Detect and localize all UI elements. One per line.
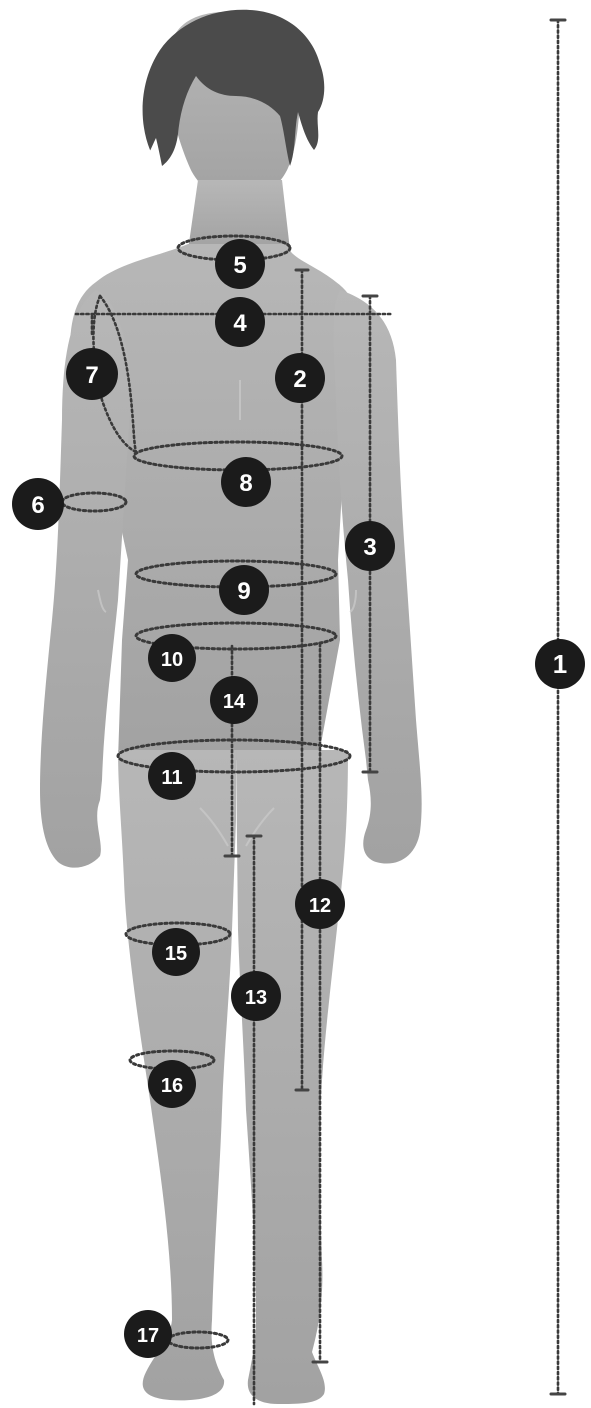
marker-2: 2 — [275, 353, 325, 403]
marker-7: 7 — [66, 348, 118, 400]
marker-10: 10 — [148, 634, 196, 682]
marker-5: 5 — [215, 239, 265, 289]
marker-5-label: 5 — [233, 252, 246, 279]
marker-11-label: 11 — [161, 767, 182, 789]
marker-7-label: 7 — [85, 362, 98, 389]
marker-9: 9 — [219, 565, 269, 615]
marker-1: 1 — [535, 639, 585, 689]
marker-11: 11 — [148, 752, 196, 800]
marker-8: 8 — [221, 457, 271, 507]
marker-13-label: 13 — [245, 987, 267, 1009]
marker-2-label: 2 — [293, 366, 306, 393]
marker-16-label: 16 — [161, 1075, 183, 1097]
marker-3: 3 — [345, 521, 395, 571]
marker-4: 4 — [215, 297, 265, 347]
marker-15: 15 — [152, 928, 200, 976]
marker-8-label: 8 — [239, 470, 252, 497]
marker-13: 13 — [231, 971, 281, 1021]
marker-17: 17 — [124, 1310, 172, 1358]
marker-14: 14 — [210, 676, 258, 724]
marker-6: 6 — [12, 478, 64, 530]
marker-10-label: 10 — [161, 649, 183, 671]
marker-14-label: 14 — [223, 691, 246, 713]
marker-16: 16 — [148, 1060, 196, 1108]
marker-12: 12 — [295, 879, 345, 929]
marker-15-label: 15 — [165, 943, 187, 965]
marker-3-label: 3 — [363, 534, 376, 561]
marker-9-label: 9 — [237, 578, 250, 605]
marker-17-label: 17 — [137, 1325, 159, 1347]
marker-1-label: 1 — [553, 649, 567, 679]
marker-4-label: 4 — [233, 310, 247, 337]
marker-12-label: 12 — [309, 895, 331, 917]
marker-6-label: 6 — [31, 492, 44, 519]
